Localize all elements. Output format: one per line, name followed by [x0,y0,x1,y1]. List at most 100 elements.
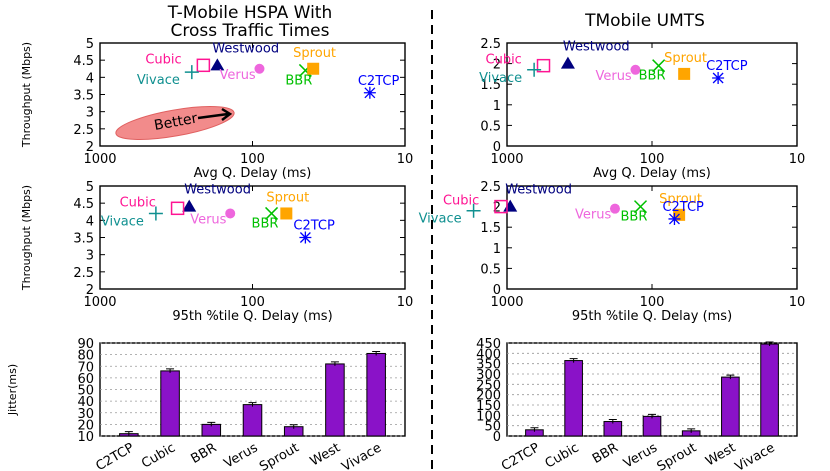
point-label-c2tcp: C2TCP [358,74,400,89]
category-label: Verus [222,440,261,471]
y-tick-label: 0 [493,283,501,298]
category-label: BBR [189,440,220,466]
y-tick-label: 1 [493,99,501,114]
chart-title: TMobile UMTS [584,11,705,31]
y-tick-label: 10 [77,430,94,445]
point-label-westwood: Westwood [563,40,630,55]
error-bar [726,374,735,380]
y-tick-label: 4.5 [73,54,94,69]
y-tick-label: 0 [493,140,501,155]
category-label: BBR [590,440,621,466]
marker-verus [225,208,236,219]
point-label-c2tcp: C2TCP [293,219,335,234]
point-label-bbr: BBR [621,210,648,225]
y-tick-label: 40 [77,395,94,410]
y-tick-label: 4.5 [73,197,94,212]
x-axis-label: 95th %tile Q. Delay (ms) [572,309,732,324]
y-tick-label: 0.5 [480,119,501,134]
bar-west [325,363,345,437]
error-bar [608,419,617,424]
annotation-arrow [197,107,233,121]
marker-bbr [633,200,648,214]
y-tick-label: 50 [77,384,94,399]
y-tick-label: 2 [493,201,501,216]
y-tick-label: 3 [86,106,94,121]
y-tick-label: 2.5 [73,266,94,281]
y-tick-label: 5 [86,37,94,52]
y-tick-label: 150 [476,399,501,414]
point-label-cubic: Cubic [120,195,156,210]
marker-vivace [527,62,542,77]
category-label: Cubic [139,440,178,471]
category-label: Verus [621,440,660,471]
bar-cubic [564,360,583,437]
point-label-verus: Verus [575,208,611,223]
marker-westwood [210,58,225,71]
category-label: C2TCP [93,440,137,471]
y-tick-label: 400 [476,347,501,362]
marker-cubic [170,201,185,216]
marker-cubic [196,58,211,73]
annotation-label: Better [153,111,199,134]
category-label: West [703,440,738,469]
point-label-vivace: Vivace [101,214,144,229]
y-tick-label: 50 [484,420,501,435]
point-label-vivace: Vivace [479,71,522,86]
point-label-bbr: BBR [285,73,312,88]
y-tick-label: 30 [77,407,94,422]
bar-bbr [603,421,623,437]
point-label-sprout: Sprout [664,51,707,66]
marker-westwood [182,199,197,212]
error-bar [166,368,175,373]
chart-title: T-Mobile HSPA With [167,3,333,23]
y-tick-label: 250 [476,378,501,393]
plot-frame [506,42,798,147]
marker-vivace [466,203,481,218]
x-tick-label: 1000 [490,152,523,167]
point-label-cubic: Cubic [443,194,479,209]
y-tick-label: 350 [476,358,501,373]
y-tick-label: 100 [476,409,501,424]
error-bar [248,402,257,407]
marker-verus [609,203,620,214]
x-tick-label: 100 [240,152,265,167]
point-label-bbr: BBR [639,69,666,84]
error-bar [372,350,381,356]
y-tick-label: 1 [493,242,501,257]
y-axis-label: Jitter(ms) [6,364,19,416]
marker-c2tcp [299,231,312,244]
error-bar [569,358,578,363]
marker-c2tcp [712,72,725,85]
y-tick-label: 2 [493,58,501,73]
point-label-c2tcp: C2TCP [706,59,748,74]
error-bar [207,421,216,427]
y-tick-label: 2.5 [480,37,501,52]
category-label: Sprout [257,440,302,471]
y-tick-label: 0 [493,430,501,445]
point-label-westwood: Westwood [505,183,572,198]
point-label-sprout: Sprout [266,190,309,205]
x-tick-label: 10 [397,295,414,310]
x-tick-label: 10 [397,152,414,167]
marker-sprout [678,67,691,80]
point-label-vivace: Vivace [419,212,462,227]
point-label-sprout: Sprout [293,46,336,61]
y-tick-label: 1.5 [480,78,501,93]
point-label-westwood: Westwood [184,183,251,198]
marker-verus [254,63,265,74]
error-bar [289,424,298,429]
y-tick-label: 3.5 [73,89,94,104]
y-tick-label: 2.5 [73,123,94,138]
y-tick-label: 20 [77,418,94,433]
category-label: Vivace [339,440,384,471]
x-tick-label: 1000 [83,152,116,167]
y-tick-label: 4 [86,214,94,229]
point-label-cubic: Cubic [145,52,181,67]
point-label-verus: Verus [219,68,255,83]
marker-sprout [280,207,293,220]
